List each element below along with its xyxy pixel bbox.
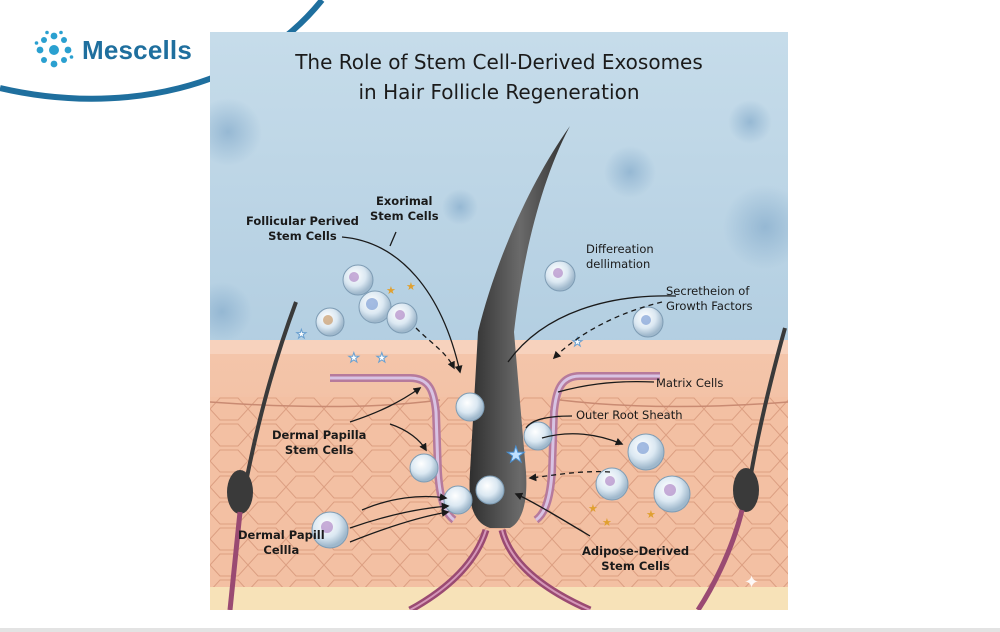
star-icon: ★	[572, 335, 583, 349]
label-differeation-line2: dellimation	[586, 257, 651, 271]
exosome-vesicle	[315, 307, 345, 337]
label-dermal-papill-line2: Cellla	[263, 543, 300, 557]
label-outer-root-sheath: Outer Root Sheath	[576, 408, 683, 422]
star-icon: ★	[296, 327, 307, 341]
exosome-vesicle	[311, 511, 349, 549]
label-dermal-papill-cella: Dermal Papill Cellla	[238, 528, 325, 558]
background-cell-blobs	[210, 98, 788, 342]
central-hair-shaft	[469, 126, 570, 528]
star-icon: ★	[646, 508, 656, 521]
layer-line-right	[559, 399, 788, 408]
label-exorimal-stem-cells: Exorimal Stem Cells	[370, 194, 439, 224]
exosome-vesicle	[386, 302, 418, 334]
exosome-vesicle	[475, 475, 505, 505]
brand-name: Mescells	[82, 34, 193, 65]
label-matrix-cells: Matrix Cells	[656, 376, 724, 390]
label-differeation: Differeation dellimation	[586, 242, 654, 272]
label-follicular-line2: Stem Cells	[268, 229, 337, 243]
label-secretion-growth-factors: Secretheion of Growth Factors	[666, 284, 752, 314]
label-dermal-papill-line1: Dermal Papill	[238, 528, 325, 542]
label-follicular-line1: Follicular Perived	[246, 214, 359, 228]
label-adipose-derived-stem-cells: Adipose-Derived Stem Cells	[582, 544, 689, 574]
label-adipose-line1: Adipose-Derived	[582, 544, 690, 558]
exosome-vesicle	[595, 467, 629, 501]
exosome-vesicle	[455, 392, 485, 422]
label-dermal-papilla-line2: Stem Cells	[284, 443, 354, 457]
label-secretion-line1: Secretheion of	[666, 284, 750, 298]
star-icon: ★	[406, 280, 416, 293]
label-secretion-line2: Growth Factors	[666, 299, 753, 313]
label-dermal-papilla-stem-cells: Dermal Papilla Stem Cells	[272, 428, 366, 458]
star-icon: ★	[348, 351, 360, 366]
exosome-vesicle	[544, 260, 576, 292]
blood-vessels	[408, 528, 592, 610]
cell-cluster-icon	[34, 30, 74, 68]
label-exorimal-line2: Stem Cells	[370, 209, 439, 223]
brand-header[interactable]: Mescells	[34, 30, 192, 70]
infographic-figure: ★ ★ ★ ★ ★ ★ ★ ★ ★ ★ ✦	[210, 32, 788, 610]
exosome-vesicle	[409, 453, 439, 483]
label-exorimal-line1: Exorimal	[376, 194, 433, 208]
exosome-vesicle	[632, 306, 664, 338]
right-follicle-sheath	[533, 372, 660, 524]
layer-line-left	[210, 399, 441, 408]
left-side-hair	[227, 301, 298, 610]
star-icon: ★	[602, 516, 612, 529]
exosome-vesicle	[342, 264, 374, 296]
bottom-divider	[0, 628, 1000, 632]
label-differeation-line1: Differeation	[586, 242, 654, 256]
label-dermal-papilla-line1: Dermal Papilla	[272, 428, 367, 442]
fat-layer	[210, 587, 788, 610]
exosome-vesicles	[311, 260, 691, 549]
label-adipose-line2: Stem Cells	[601, 559, 670, 573]
sparkle-icon: ✦	[744, 572, 759, 593]
growth-factor-stars: ★ ★ ★ ★ ★ ★ ★ ★ ★ ★ ✦	[296, 280, 760, 593]
right-side-hair	[695, 327, 787, 610]
exosome-vesicle	[443, 485, 473, 515]
exosome-vesicle	[653, 475, 691, 513]
pathway-arrows	[341, 231, 677, 543]
star-icon: ★	[506, 443, 526, 468]
illustration-canvas: ★ ★ ★ ★ ★ ★ ★ ★ ★ ★ ✦	[210, 32, 788, 610]
star-icon: ★	[588, 502, 598, 515]
exosome-vesicle	[358, 290, 392, 324]
star-icon: ★	[386, 284, 396, 297]
exosome-vesicle	[627, 433, 665, 471]
label-follicular-stem-cells: Follicular Perived Stem Cells	[246, 214, 359, 244]
figure-title-line1: The Role of Stem Cell-Derived Exosomes	[295, 50, 703, 74]
figure-title-line2: in Hair Follicle Regeneration	[358, 80, 640, 104]
star-icon: ★	[376, 351, 388, 366]
